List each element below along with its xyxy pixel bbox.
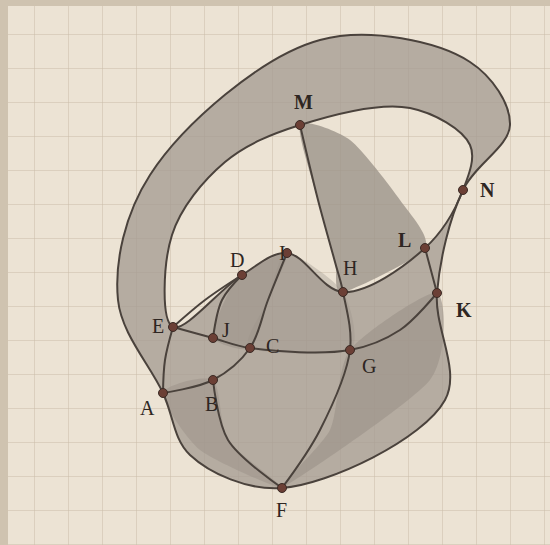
point-label: N bbox=[480, 180, 494, 200]
crossing-dot bbox=[209, 334, 218, 343]
knot-strand bbox=[117, 35, 510, 488]
knot-strand bbox=[163, 253, 287, 393]
shaded-region bbox=[248, 253, 355, 354]
crossing-dot bbox=[159, 389, 168, 398]
knot-strand bbox=[173, 275, 242, 327]
crossing-dot bbox=[339, 288, 348, 297]
crossing-dot bbox=[209, 376, 218, 385]
crossing-dot bbox=[421, 244, 430, 253]
point-label: M bbox=[294, 92, 313, 112]
point-label: H bbox=[343, 258, 357, 278]
point-label: A bbox=[140, 398, 154, 418]
knot-strand bbox=[282, 125, 351, 488]
point-label: D bbox=[230, 250, 244, 270]
crossing-dot bbox=[278, 484, 287, 493]
point-label: E bbox=[152, 316, 164, 336]
point-label: B bbox=[205, 394, 218, 414]
shaded-band bbox=[117, 35, 510, 488]
crossing-dot bbox=[296, 121, 305, 130]
knot-strand bbox=[173, 293, 437, 352]
crossing-dot bbox=[169, 323, 178, 332]
crossing-dot bbox=[433, 289, 442, 298]
point-label: G bbox=[362, 356, 376, 376]
point-label: L bbox=[398, 230, 411, 250]
point-label: F bbox=[276, 500, 287, 520]
crossing-dot bbox=[246, 344, 255, 353]
crossing-dot bbox=[238, 271, 247, 280]
paper-sheet bbox=[8, 6, 550, 545]
crossing-dot bbox=[346, 346, 355, 355]
point-label: J bbox=[222, 320, 230, 340]
paper-grid bbox=[8, 6, 550, 545]
knot-strand bbox=[213, 380, 282, 488]
point-label: I bbox=[279, 243, 286, 263]
crossing-dot bbox=[459, 186, 468, 195]
shaded-region bbox=[299, 123, 426, 292]
point-label: C bbox=[266, 336, 279, 356]
knot-strand bbox=[163, 327, 173, 393]
shaded-region bbox=[163, 378, 282, 488]
knot-strand bbox=[165, 106, 473, 327]
point-label: K bbox=[456, 300, 472, 320]
knot-strand bbox=[425, 248, 437, 293]
